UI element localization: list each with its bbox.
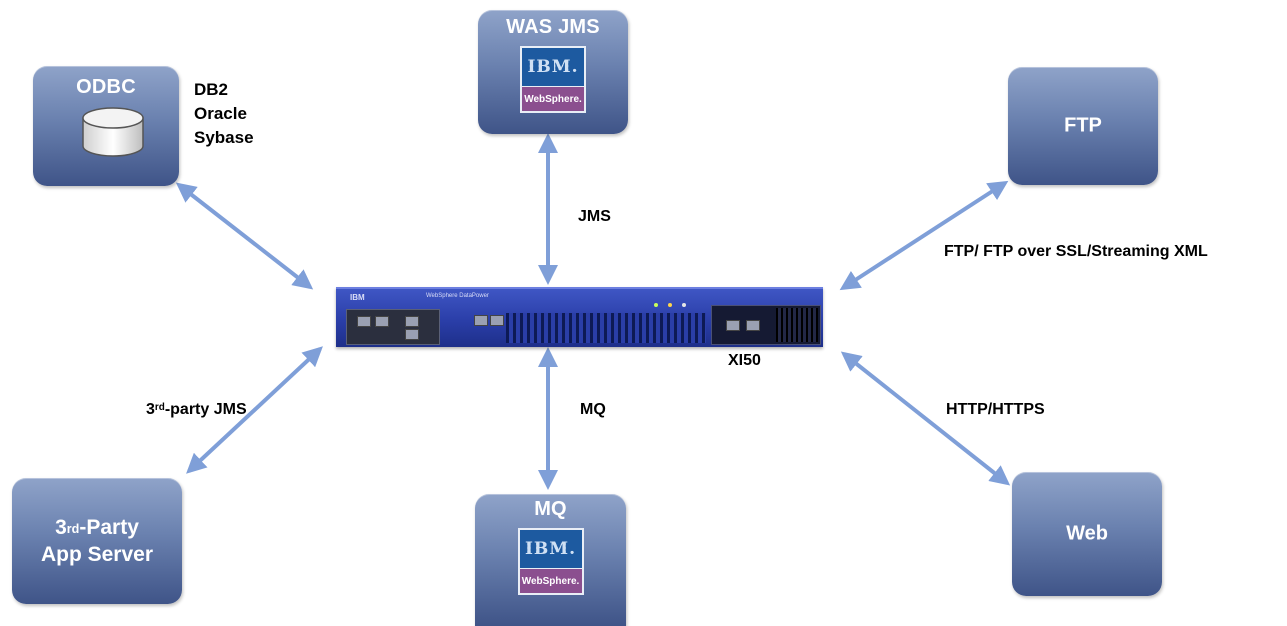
xi50-appliance: IBM WebSphere DataPower (336, 287, 823, 347)
appliance-vents (506, 313, 706, 343)
status-led (682, 303, 686, 307)
edge-label-jms: JMS (578, 208, 611, 225)
appliance-eth-port (490, 315, 504, 326)
db-item: Sybase (194, 128, 254, 147)
appliance-brand: IBM (350, 293, 365, 302)
odbc-node: ODBC (33, 66, 179, 186)
appliance-port-panel (346, 309, 440, 345)
edge-label-ftp: FTP/ FTP over SSL/Streaming XML (944, 243, 1208, 260)
database-cylinder-icon (82, 107, 144, 157)
appliance-eth-port (474, 315, 488, 326)
db-item: Oracle (194, 104, 247, 123)
ftp-node: FTP (1008, 67, 1158, 185)
appliance-right-panel (711, 305, 821, 345)
edge-label-third-party-jms: 3rd-party JMS (146, 401, 247, 418)
odbc-databases: DB2 Oracle Sybase (194, 78, 254, 150)
edge-label-http: HTTP/HTTPS (946, 401, 1045, 418)
status-led (654, 303, 658, 307)
mq-title: MQ (534, 498, 567, 520)
db-item: DB2 (194, 80, 229, 99)
web-node: Web (1012, 472, 1162, 596)
was-jms-node: WAS JMS IBM. WebSphere. (478, 10, 628, 134)
web-title: Web (1066, 522, 1108, 545)
arrow-odbc (175, 182, 314, 290)
appliance-label: XI50 (728, 352, 761, 369)
ibm-websphere-logo: IBM. WebSphere. (517, 528, 584, 595)
odbc-title: ODBC (76, 76, 136, 98)
arrow-web (840, 351, 1011, 486)
was-jms-title: WAS JMS (506, 16, 600, 38)
arrow-third-party (186, 346, 323, 474)
edge-label-mq: MQ (580, 401, 606, 418)
appliance-model: WebSphere DataPower (426, 293, 489, 299)
ibm-websphere-logo: IBM. WebSphere. (520, 46, 586, 113)
status-led (668, 303, 672, 307)
mq-node: MQ IBM. WebSphere. (475, 494, 626, 626)
ftp-title: FTP (1064, 114, 1102, 137)
arrow-ftp (839, 180, 1009, 291)
third-party-title: 3rd-Party App Server (40, 516, 154, 566)
third-party-app-server-node: 3rd-Party App Server (12, 478, 182, 604)
